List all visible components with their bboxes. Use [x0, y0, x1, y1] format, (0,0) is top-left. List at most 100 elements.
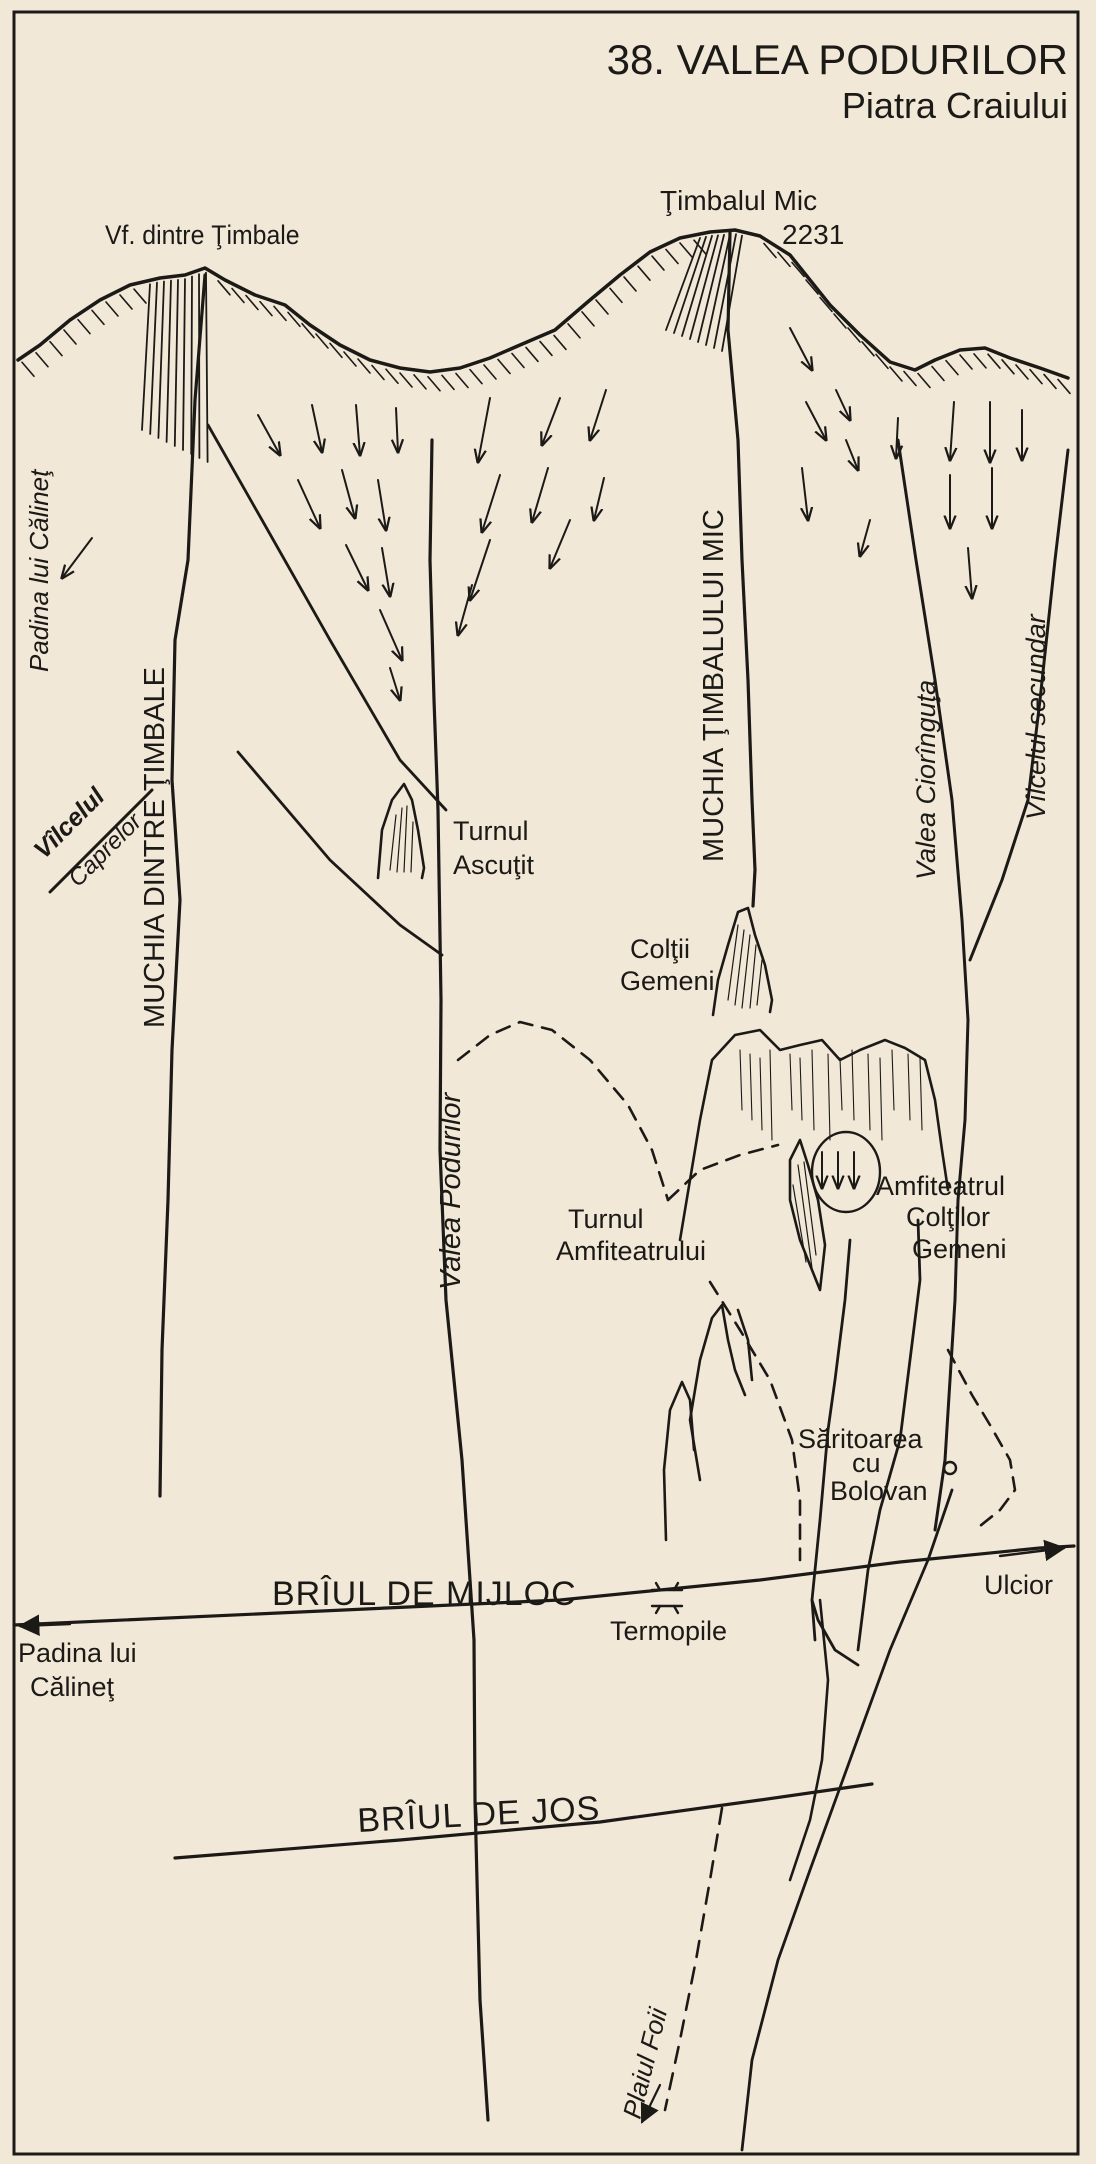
ridge-hatch-tick	[385, 368, 399, 385]
ridge-hatch-tick	[1029, 368, 1043, 385]
ridge-hatch-tick	[273, 305, 287, 322]
trail-saritoarea-down	[740, 1488, 954, 2152]
gully-b	[856, 1218, 922, 1652]
summit-hatch-left	[190, 275, 193, 455]
label-turnul-amfiteatrului-2: Amfiteatrului	[556, 1236, 706, 1266]
scree-arrow	[345, 544, 368, 590]
scree-arrow	[377, 479, 386, 530]
ridge-hatch-tick	[903, 370, 917, 387]
wall-shade-stroke	[867, 1053, 871, 1131]
summit-hatch-left	[157, 280, 165, 439]
summit-hatch-right	[665, 237, 701, 331]
summit-hatch-left	[141, 283, 151, 431]
ridge-hatch-tick	[105, 301, 119, 317]
label-saritoarea-1: Săritoarea	[798, 1424, 924, 1454]
muchia-timbalului-mic-line	[726, 230, 757, 908]
ridge-hatch-tick	[931, 365, 945, 382]
scree-arrow	[341, 469, 355, 518]
ridge-hatch-tick	[833, 313, 847, 329]
wall-shade-stroke	[749, 1053, 753, 1121]
wall-shade-stroke	[907, 1053, 911, 1121]
ridge-hatch-tick	[679, 242, 693, 258]
termopile-symbol	[650, 1581, 684, 1615]
dashed-route-right	[946, 1348, 1017, 1532]
ridge-hatch-tick	[693, 239, 707, 255]
label-vf-dintre-timbale: Vf. dintre Ţimbale	[105, 221, 300, 250]
scree-arrow	[590, 389, 607, 440]
scree-arrow	[458, 584, 473, 635]
dashed-route-upper	[666, 1143, 780, 1202]
ridge-hatch-tick	[91, 309, 105, 326]
summit-hatch-left	[173, 278, 179, 447]
ridge-hatch-tick	[665, 248, 679, 265]
amfiteatru-wall-shading	[739, 1049, 923, 1141]
scree-arrow	[594, 477, 605, 520]
summit-hatch-left	[182, 278, 186, 451]
briul-de-jos-line	[173, 1782, 874, 1860]
arrow-ulcior	[998, 1539, 1067, 1562]
wall-shade-stroke	[739, 1049, 743, 1111]
vilcelul-secundar-line	[968, 448, 1070, 962]
summit-hatch-right	[697, 233, 725, 343]
label-padina-bottom-2: Călineţ	[30, 1672, 115, 1702]
dashed-route-lower	[708, 1280, 802, 1562]
scree-arrow	[532, 467, 549, 522]
label-termopile: Termopile	[610, 1616, 727, 1646]
scree-arrow	[297, 479, 320, 528]
scree-arrow	[478, 397, 491, 462]
scree-arrow	[968, 547, 972, 598]
ridge-hatch-tick	[63, 329, 77, 345]
scree-arrows	[257, 327, 1022, 1188]
ridge-hatch-tick	[441, 374, 455, 391]
ridge-hatch-tick	[609, 287, 623, 304]
vilcelul-caprelor-line	[48, 788, 154, 894]
ridge-hatch-tick	[1015, 364, 1029, 380]
ridge-hatch-tick	[371, 364, 385, 381]
ridge-hatch-tick	[917, 372, 931, 389]
turnul-amfiteatrului-rock	[788, 1138, 827, 1292]
label-briul-de-mijloc: BRÎUL DE MIJLOC	[272, 1575, 577, 1613]
ridge-hatch-tick	[651, 255, 665, 271]
ridge-hatch-tick	[301, 322, 315, 339]
arrow-plaiul	[640, 2083, 662, 2124]
summit-hatch-right	[673, 235, 707, 334]
scree-arrow	[542, 397, 561, 445]
label-padina-bottom-1: Padina lui	[18, 1638, 137, 1668]
ridge-hatch-tick	[623, 276, 637, 292]
ridge-hatch-tick	[959, 354, 973, 370]
scree-arrow	[381, 547, 390, 596]
wall-shade-stroke	[789, 1053, 793, 1111]
coltii-gemeni-shading	[727, 924, 763, 1009]
ridge-hatch-tick	[315, 333, 329, 349]
summit-hatch-left	[165, 279, 172, 443]
dashed-route-arch	[456, 1020, 670, 1202]
ridge-hatch-tick	[329, 342, 343, 359]
summit-hatch-left	[149, 281, 158, 435]
label-muchia-dintre-timbale: MUCHIA DINTRE ŢIMBALE	[139, 667, 171, 1028]
summit-hatch-right	[705, 233, 731, 346]
ridge-hatch-tick	[777, 251, 791, 268]
label-amfiteatrul-1: Amfiteatrul	[876, 1171, 1005, 1201]
summit-hatch-right	[713, 233, 737, 349]
valea-ciorinquta-line	[896, 438, 970, 1532]
label-turnul-ascutit-2: Ascuţit	[453, 850, 535, 880]
ridge-hatch-tick	[21, 361, 35, 378]
label-saritoarea-2: cu	[852, 1448, 881, 1478]
ridge-hatch-tick	[511, 352, 525, 369]
ridge-hatch-tick	[399, 372, 413, 388]
wall-shade-stroke	[919, 1057, 923, 1131]
label-altitude: 2231	[782, 219, 844, 250]
label-ulcior: Ulcior	[984, 1570, 1053, 1600]
wall-shade-stroke	[811, 1049, 815, 1131]
ridge-hatch-tick	[819, 296, 833, 313]
ridge-hatch-tick	[217, 280, 231, 296]
summit-hatch-right	[721, 234, 743, 352]
ridge-hatch-tick	[875, 353, 889, 370]
label-vilcelul-secundar: Vîlcelul secundar	[1021, 613, 1051, 820]
ridge-hatch-tick	[805, 279, 819, 295]
ridge-hatch-tick	[525, 346, 539, 363]
ridge-hatching	[21, 239, 1071, 395]
ridge-hatch-tick	[455, 372, 469, 389]
ridge-hatch-tick	[1001, 359, 1015, 375]
ridge-hatch-tick	[77, 318, 91, 335]
